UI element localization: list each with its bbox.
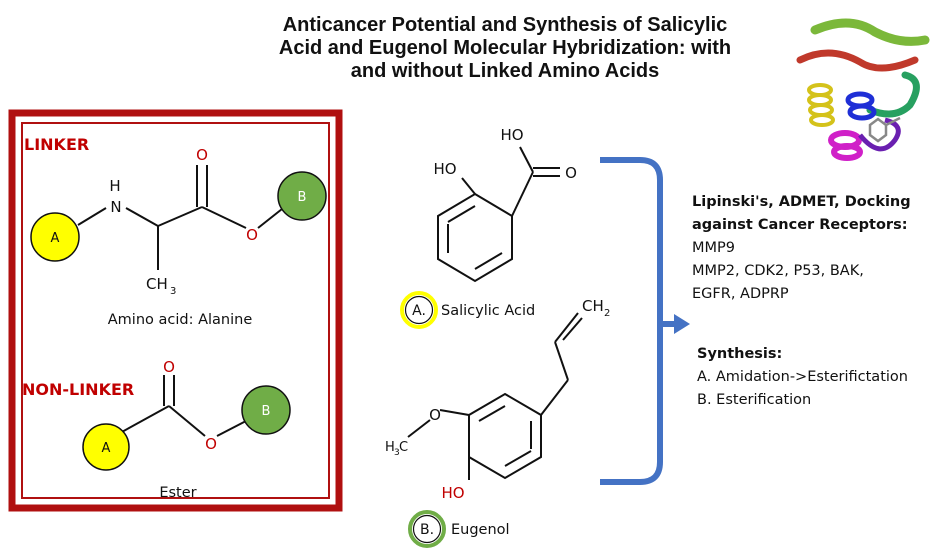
alanine-ch3-subscript: 3 (170, 286, 176, 297)
salicylic-ho-left: HO (433, 160, 456, 178)
salicylic-label-ring (400, 291, 438, 329)
nonlinker-heading: NON-LINKER (22, 380, 134, 399)
analysis-heading-line-1: Lipinski's, ADMET, Docking (692, 194, 911, 210)
eugenol-h3c-h: H (385, 440, 395, 455)
eugenol-label-ring-inner (412, 514, 442, 544)
salicylic-label-ring-inner (404, 295, 434, 325)
linker-node-b-label: B (298, 190, 307, 205)
analysis-info: Lipinski's, ADMET, Docking against Cance… (692, 191, 911, 306)
ester-carbonyl-o: O (163, 358, 175, 376)
eugenol-methoxy-o: O (429, 406, 441, 424)
salicylic-label-letter: A. (412, 303, 426, 319)
blue-arrow-head (674, 314, 690, 334)
receptors-line-2: MMP2, CDK2, P53, BAK, (692, 263, 864, 279)
linker-node-b (277, 171, 327, 221)
alanine-h-atom: H (109, 177, 120, 195)
title-line-2: Acid and Eugenol Molecular Hybridization… (278, 37, 732, 59)
nonlinker-node-a-label: A (102, 441, 111, 456)
eugenol-h3c-c: C (399, 440, 408, 455)
nonlinker-node-b (241, 385, 291, 435)
salicylic-ho-top: HO (500, 126, 523, 144)
synthesis-info: Synthesis: A. Amidation->Esterifictation… (697, 343, 908, 412)
eugenol-label: Eugenol (451, 522, 510, 538)
diagram-title: Anticancer Potential and Synthesis of Sa… (210, 14, 800, 83)
eugenol-ho-bottom: HO (441, 484, 464, 502)
linker-node-a (30, 212, 80, 262)
synthesis-heading: Synthesis: (697, 346, 783, 362)
title-line-3: and without Linked Amino Acids (350, 60, 660, 82)
eugenol-label-letter: B. (420, 522, 434, 538)
ester-caption: Ester (159, 485, 196, 501)
nonlinker-node-a (82, 423, 130, 471)
eugenol-label-ring (408, 510, 446, 548)
linker-node-a-label: A (51, 231, 60, 246)
alanine-ch-atom: CH (146, 275, 168, 293)
salicylic-acid-structure (437, 146, 560, 283)
ester-o-atom: O (205, 435, 217, 453)
title-line-1: Anticancer Potential and Synthesis of Sa… (282, 14, 728, 36)
ester-skeleton (119, 375, 247, 437)
protein-ribbon-icon (796, 18, 930, 161)
alanine-n-atom: N (110, 198, 121, 216)
salicylic-o-right: O (565, 164, 577, 182)
synthesis-route-a: A. Amidation->Esterifictation (697, 369, 908, 385)
eugenol-structure (407, 312, 583, 480)
nonlinker-node-b-label: B (262, 404, 271, 419)
alanine-ester-o: O (246, 226, 258, 244)
synthesis-route-b: B. Esterification (697, 392, 812, 408)
eugenol-ch2-subscript: 2 (604, 308, 610, 319)
salicylic-label: Salicylic Acid (441, 303, 535, 319)
eugenol-ch2-atom: CH (582, 297, 604, 315)
analysis-heading-line-2: against Cancer Receptors: (692, 217, 908, 233)
linker-heading: LINKER (24, 135, 89, 154)
left-panel-frame (8, 109, 343, 512)
alanine-skeleton (77, 165, 283, 270)
receptors-line-3: EGFR, ADPRP (692, 286, 789, 302)
alanine-caption: Amino acid: Alanine (108, 312, 253, 328)
eugenol-h3c-3: 3 (394, 448, 400, 458)
receptors-line-1: MMP9 (692, 240, 735, 256)
left-panel-inner-frame (21, 122, 330, 499)
alanine-carbonyl-o: O (196, 146, 208, 164)
blue-bracket (600, 157, 663, 485)
